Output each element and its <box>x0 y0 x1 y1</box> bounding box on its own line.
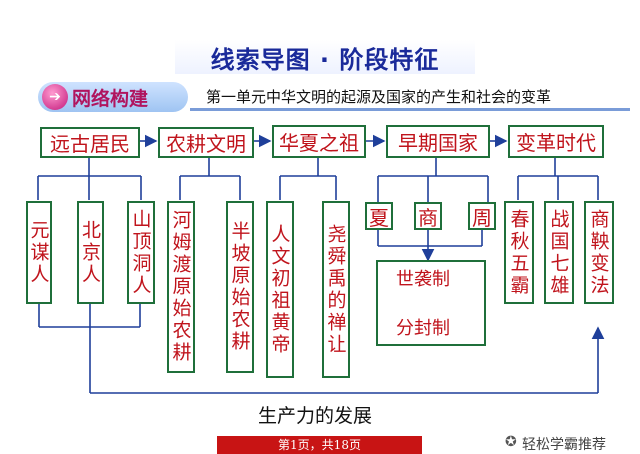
box-xia: 夏 <box>365 202 393 230</box>
badge-label: 网络构建 <box>72 88 149 110</box>
stage-box-ancestors: 华夏之祖 <box>272 125 366 158</box>
stage-box-early-states: 早期国家 <box>386 125 490 158</box>
watermark-text: 轻松学霸推荐 <box>522 437 606 453</box>
system-fengjian: 分封制 <box>396 318 450 339</box>
box-yuanmou: 元谋人 <box>26 201 52 304</box>
box-hemudu: 河姆渡原始农耕 <box>167 201 195 373</box>
systems-container <box>376 260 486 346</box>
box-shang-yang-reform: 商鞅变法 <box>584 201 614 304</box>
unit-subtitle: 第一单元中华文明的起源及国家的产生和社会的变革 <box>206 88 552 106</box>
box-zhou: 周 <box>468 202 496 230</box>
box-upper-cave: 山顶洞人 <box>127 201 155 304</box>
system-hereditary: 世袭制 <box>396 269 450 290</box>
box-abdication: 尧舜禹的禅让 <box>322 201 350 378</box>
stage-box-ancient-people: 远古居民 <box>40 127 140 158</box>
box-shang: 商 <box>414 202 442 230</box>
box-huangdi: 人文初祖黄帝 <box>266 201 294 378</box>
box-banpo: 半坡原始农耕 <box>226 201 254 373</box>
header-rule <box>190 108 630 111</box>
page-title: 线索导图 · 阶段特征 <box>175 40 475 74</box>
stage-box-farming: 农耕文明 <box>158 127 254 158</box>
arrow-icon: ➔ <box>42 84 68 110</box>
page-indicator: 第1页，共18页 <box>217 436 422 454</box>
stage-box-reform-era: 变革时代 <box>508 125 604 158</box>
box-peking: 北京人 <box>77 201 104 304</box>
productivity-label: 生产力的发展 <box>258 405 373 427</box>
wechat-logo-icon: ✪ <box>505 434 517 450</box>
box-five-hegemons: 春秋五霸 <box>504 201 534 304</box>
box-seven-states: 战国七雄 <box>544 201 574 304</box>
